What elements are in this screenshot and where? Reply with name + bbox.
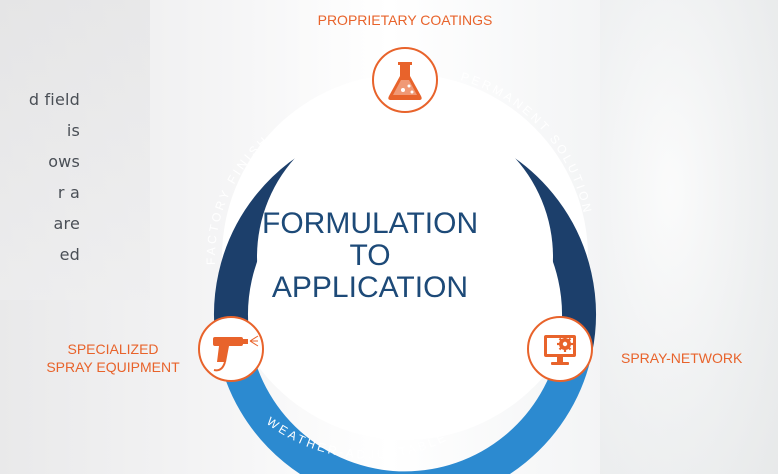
ring-arc-light <box>217 345 593 474</box>
paragraph-fragment: r a <box>57 183 80 202</box>
node-specialized-spray-equipment <box>198 316 264 382</box>
node-spray-network <box>527 316 593 382</box>
paragraph-fragment: is <box>66 121 80 140</box>
background-paragraph: d field is ows r a are ed <box>0 84 80 270</box>
center-line: FORMULATION <box>262 207 479 240</box>
center-line: TO <box>349 239 391 272</box>
label-line: SPECIALIZED <box>67 341 159 357</box>
label-specialized-spray-equipment: SPECIALIZED SPRAY EQUIPMENT <box>40 340 186 376</box>
node-proprietary-coatings <box>372 47 438 113</box>
paragraph-fragment: d field <box>28 90 80 109</box>
label-spray-network: SPRAY-NETWORK <box>621 350 743 366</box>
computer-gear-icon <box>544 335 576 365</box>
center-disc <box>257 109 553 405</box>
label-proprietary-coatings: PROPRIETARY COATINGS <box>317 12 493 28</box>
paragraph-fragment: ows <box>48 152 80 171</box>
center-line: APPLICATION <box>271 271 469 304</box>
center-heading: FORMULATION TO APPLICATION <box>262 208 478 304</box>
label-line: SPRAY EQUIPMENT <box>46 359 180 375</box>
spray-gun-icon <box>213 335 259 372</box>
paragraph-fragment: are <box>53 214 80 233</box>
flask-icon <box>388 62 422 100</box>
paragraph-fragment: ed <box>59 245 80 264</box>
